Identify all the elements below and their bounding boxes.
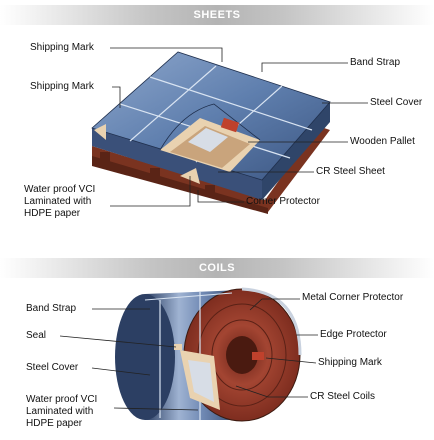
coils-cr-steel-coils-label: CR Steel Coils — [310, 391, 376, 402]
sheets-vci-label: Water proof VCI Laminated with HDPE pape… — [24, 184, 95, 220]
sheets-leader-lines — [110, 47, 368, 207]
coils-vci-line-1: Water proof VCI — [26, 394, 98, 405]
coils-vci-line-3: HDPE paper — [26, 418, 83, 429]
sheets-steel-cover-label: Steel Cover — [370, 97, 423, 108]
coils-band-strap-label: Band Strap — [26, 303, 77, 314]
sheets-header: SHEETS — [193, 9, 241, 21]
sheets-vci-line-1: Water proof VCI — [24, 184, 96, 195]
sheets-vci-line-2: Laminated with — [24, 196, 92, 207]
sheets-shipping-mark-label-2: Shipping Mark — [30, 81, 94, 92]
coils-banner — [0, 258, 434, 278]
coils-header: COILS — [198, 262, 236, 274]
coils-vci-label: Water proof VCI Laminated with HDPE pape… — [26, 394, 97, 430]
coils-seal-label: Seal — [26, 330, 47, 341]
coils-edge-protector-label: Edge Protector — [320, 329, 387, 340]
sheets-shipping-mark-label-1: Shipping Mark — [30, 42, 94, 53]
sheet-bundle-illustration — [91, 51, 331, 214]
sheets-wooden-pallet-label: Wooden Pallet — [350, 136, 415, 147]
sheets-banner — [0, 5, 434, 25]
coils-steel-cover-label: Steel Cover — [26, 362, 79, 373]
sheets-band-strap-label: Band Strap — [350, 57, 401, 68]
coils-shipping-mark-label: Shipping Mark — [318, 357, 382, 368]
coil-illustration — [115, 287, 302, 422]
sheets-vci-line-3: HDPE paper — [24, 208, 81, 219]
sheets-corner-protector-label: Corner Protector — [246, 196, 320, 207]
sheets-cr-steel-sheet-label: CR Steel Sheet — [316, 166, 385, 177]
coils-metal-corner-protector-label: Metal Corner Protector — [302, 292, 404, 303]
coils-vci-line-2: Laminated with — [26, 406, 94, 417]
coils-leader-lines — [59, 298, 318, 411]
